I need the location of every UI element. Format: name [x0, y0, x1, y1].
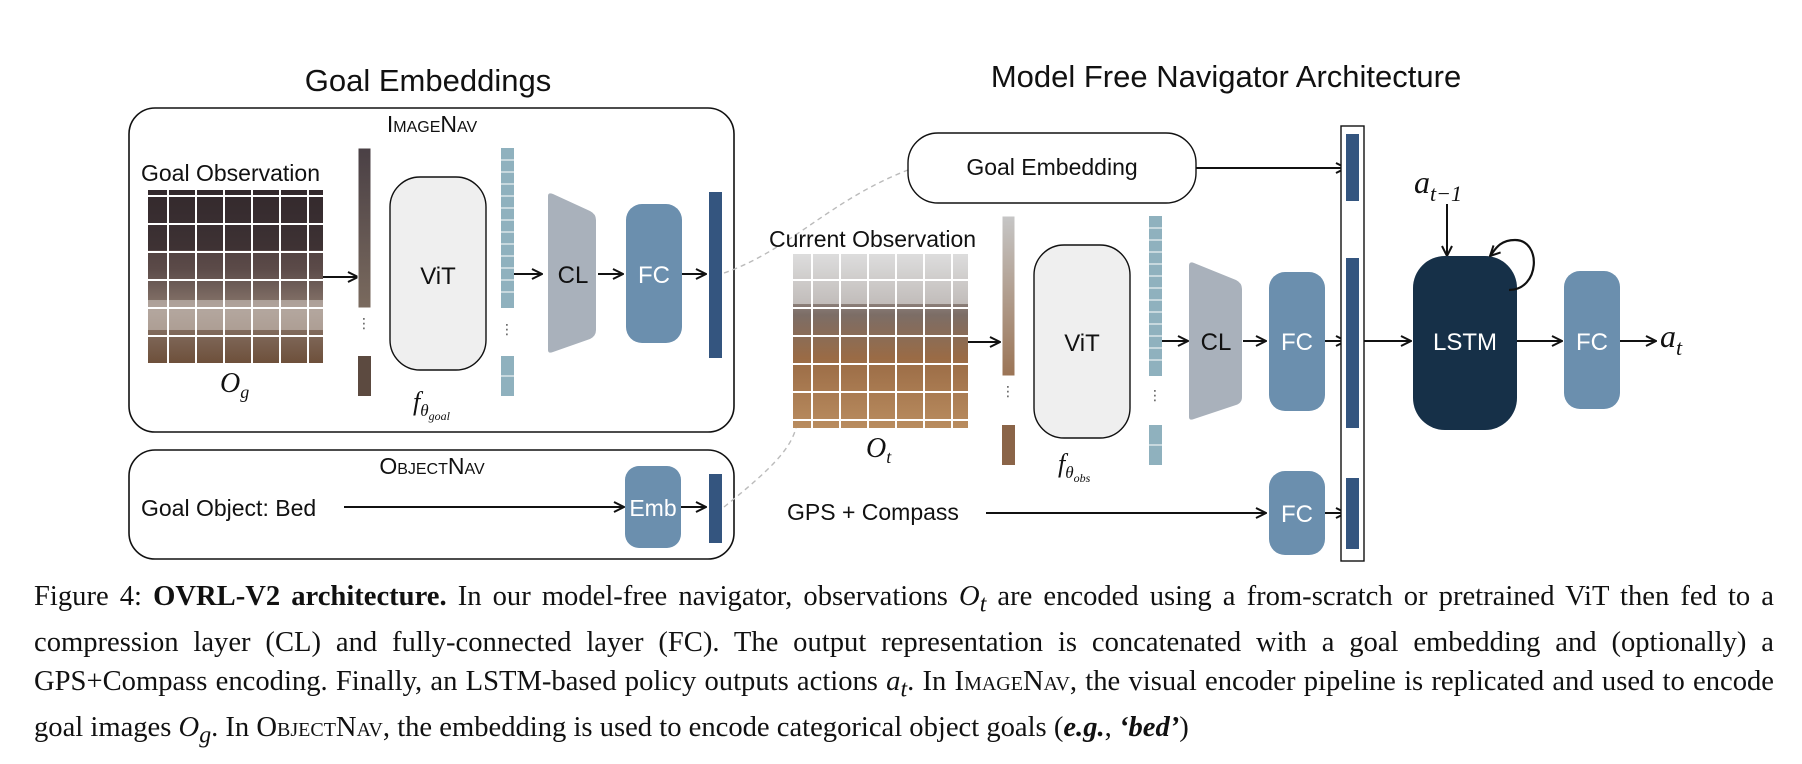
svg-text:⋮: ⋮ — [500, 321, 514, 337]
emb-label: Emb — [629, 495, 676, 521]
obs-encoder-symbol: fθobs — [1058, 449, 1091, 485]
gps-compass-label: GPS + Compass — [787, 499, 959, 525]
concat-gps-segment — [1346, 478, 1359, 549]
ot-symbol: Ot — [866, 433, 892, 467]
obs-fc-block — [1269, 272, 1325, 411]
obs-vit-label: ViT — [1064, 330, 1100, 357]
navigator-architecture-title: Model Free Navigator Architecture — [991, 59, 1461, 94]
objectnav-panel — [128, 449, 735, 560]
goal-token-sequence: ⋮ — [500, 148, 514, 396]
svg-text:⋮: ⋮ — [1001, 383, 1015, 399]
imagenav-label: ImageNav — [387, 111, 478, 137]
action-output-symbol: at — [1660, 318, 1683, 360]
goal-embeddings-title: Goal Embeddings — [305, 63, 551, 98]
goal-object-label: Goal Object: Bed — [141, 495, 316, 521]
goal-fc-block — [626, 204, 682, 343]
concat-obs-segment — [1346, 258, 1359, 428]
gps-fc-block — [1269, 471, 1325, 555]
imagenav-panel — [128, 107, 735, 433]
og-symbol: Og — [220, 368, 249, 402]
lstm-recurrent-loop — [1490, 238, 1535, 292]
goal-cl-label: CL — [558, 262, 589, 289]
output-fc-label: FC — [1576, 329, 1608, 356]
dashed-connector-imagenav — [723, 169, 909, 274]
lstm-label: LSTM — [1433, 329, 1497, 356]
goal-observation-image — [148, 190, 323, 364]
objectnav-goal-embedding-bar — [709, 474, 722, 543]
goal-cl-block — [548, 193, 596, 353]
obs-cl-block — [1189, 262, 1242, 420]
output-fc-block — [1564, 271, 1620, 409]
lstm-block — [1413, 256, 1517, 430]
current-observation-label: Current Observation — [769, 226, 976, 252]
obs-fc-label: FC — [1281, 329, 1313, 356]
goal-embedding-label: Goal Embedding — [966, 154, 1137, 180]
gps-fc-label: FC — [1281, 501, 1313, 528]
svg-text:⋮: ⋮ — [1148, 387, 1162, 403]
goal-encoder-symbol: fθgoal — [413, 387, 451, 423]
objectnav-label: ObjectNav — [379, 453, 485, 479]
imagenav-goal-embedding-bar — [709, 192, 722, 358]
obs-token-sequence: ⋮ — [1148, 216, 1162, 465]
figure-caption: Figure 4: OVRL-V2 architecture. In our m… — [34, 581, 1774, 749]
goal-patch-sequence: ⋮ — [357, 147, 372, 396]
svg-text:⋮: ⋮ — [357, 315, 371, 331]
obs-vit-block — [1033, 244, 1131, 439]
goal-observation-label: Goal Observation — [141, 160, 320, 186]
goal-vit-label: ViT — [420, 263, 456, 290]
previous-action-symbol: at−1 — [1414, 164, 1462, 206]
obs-cl-label: CL — [1201, 329, 1232, 356]
current-observation-image — [793, 254, 968, 428]
dashed-connector-objectnav — [723, 427, 797, 508]
obs-patch-sequence: ⋮ — [1001, 215, 1016, 465]
goal-vit-block — [389, 176, 487, 371]
emb-block — [625, 466, 681, 548]
concat-goal-segment — [1346, 134, 1359, 201]
goal-fc-label: FC — [638, 262, 670, 289]
